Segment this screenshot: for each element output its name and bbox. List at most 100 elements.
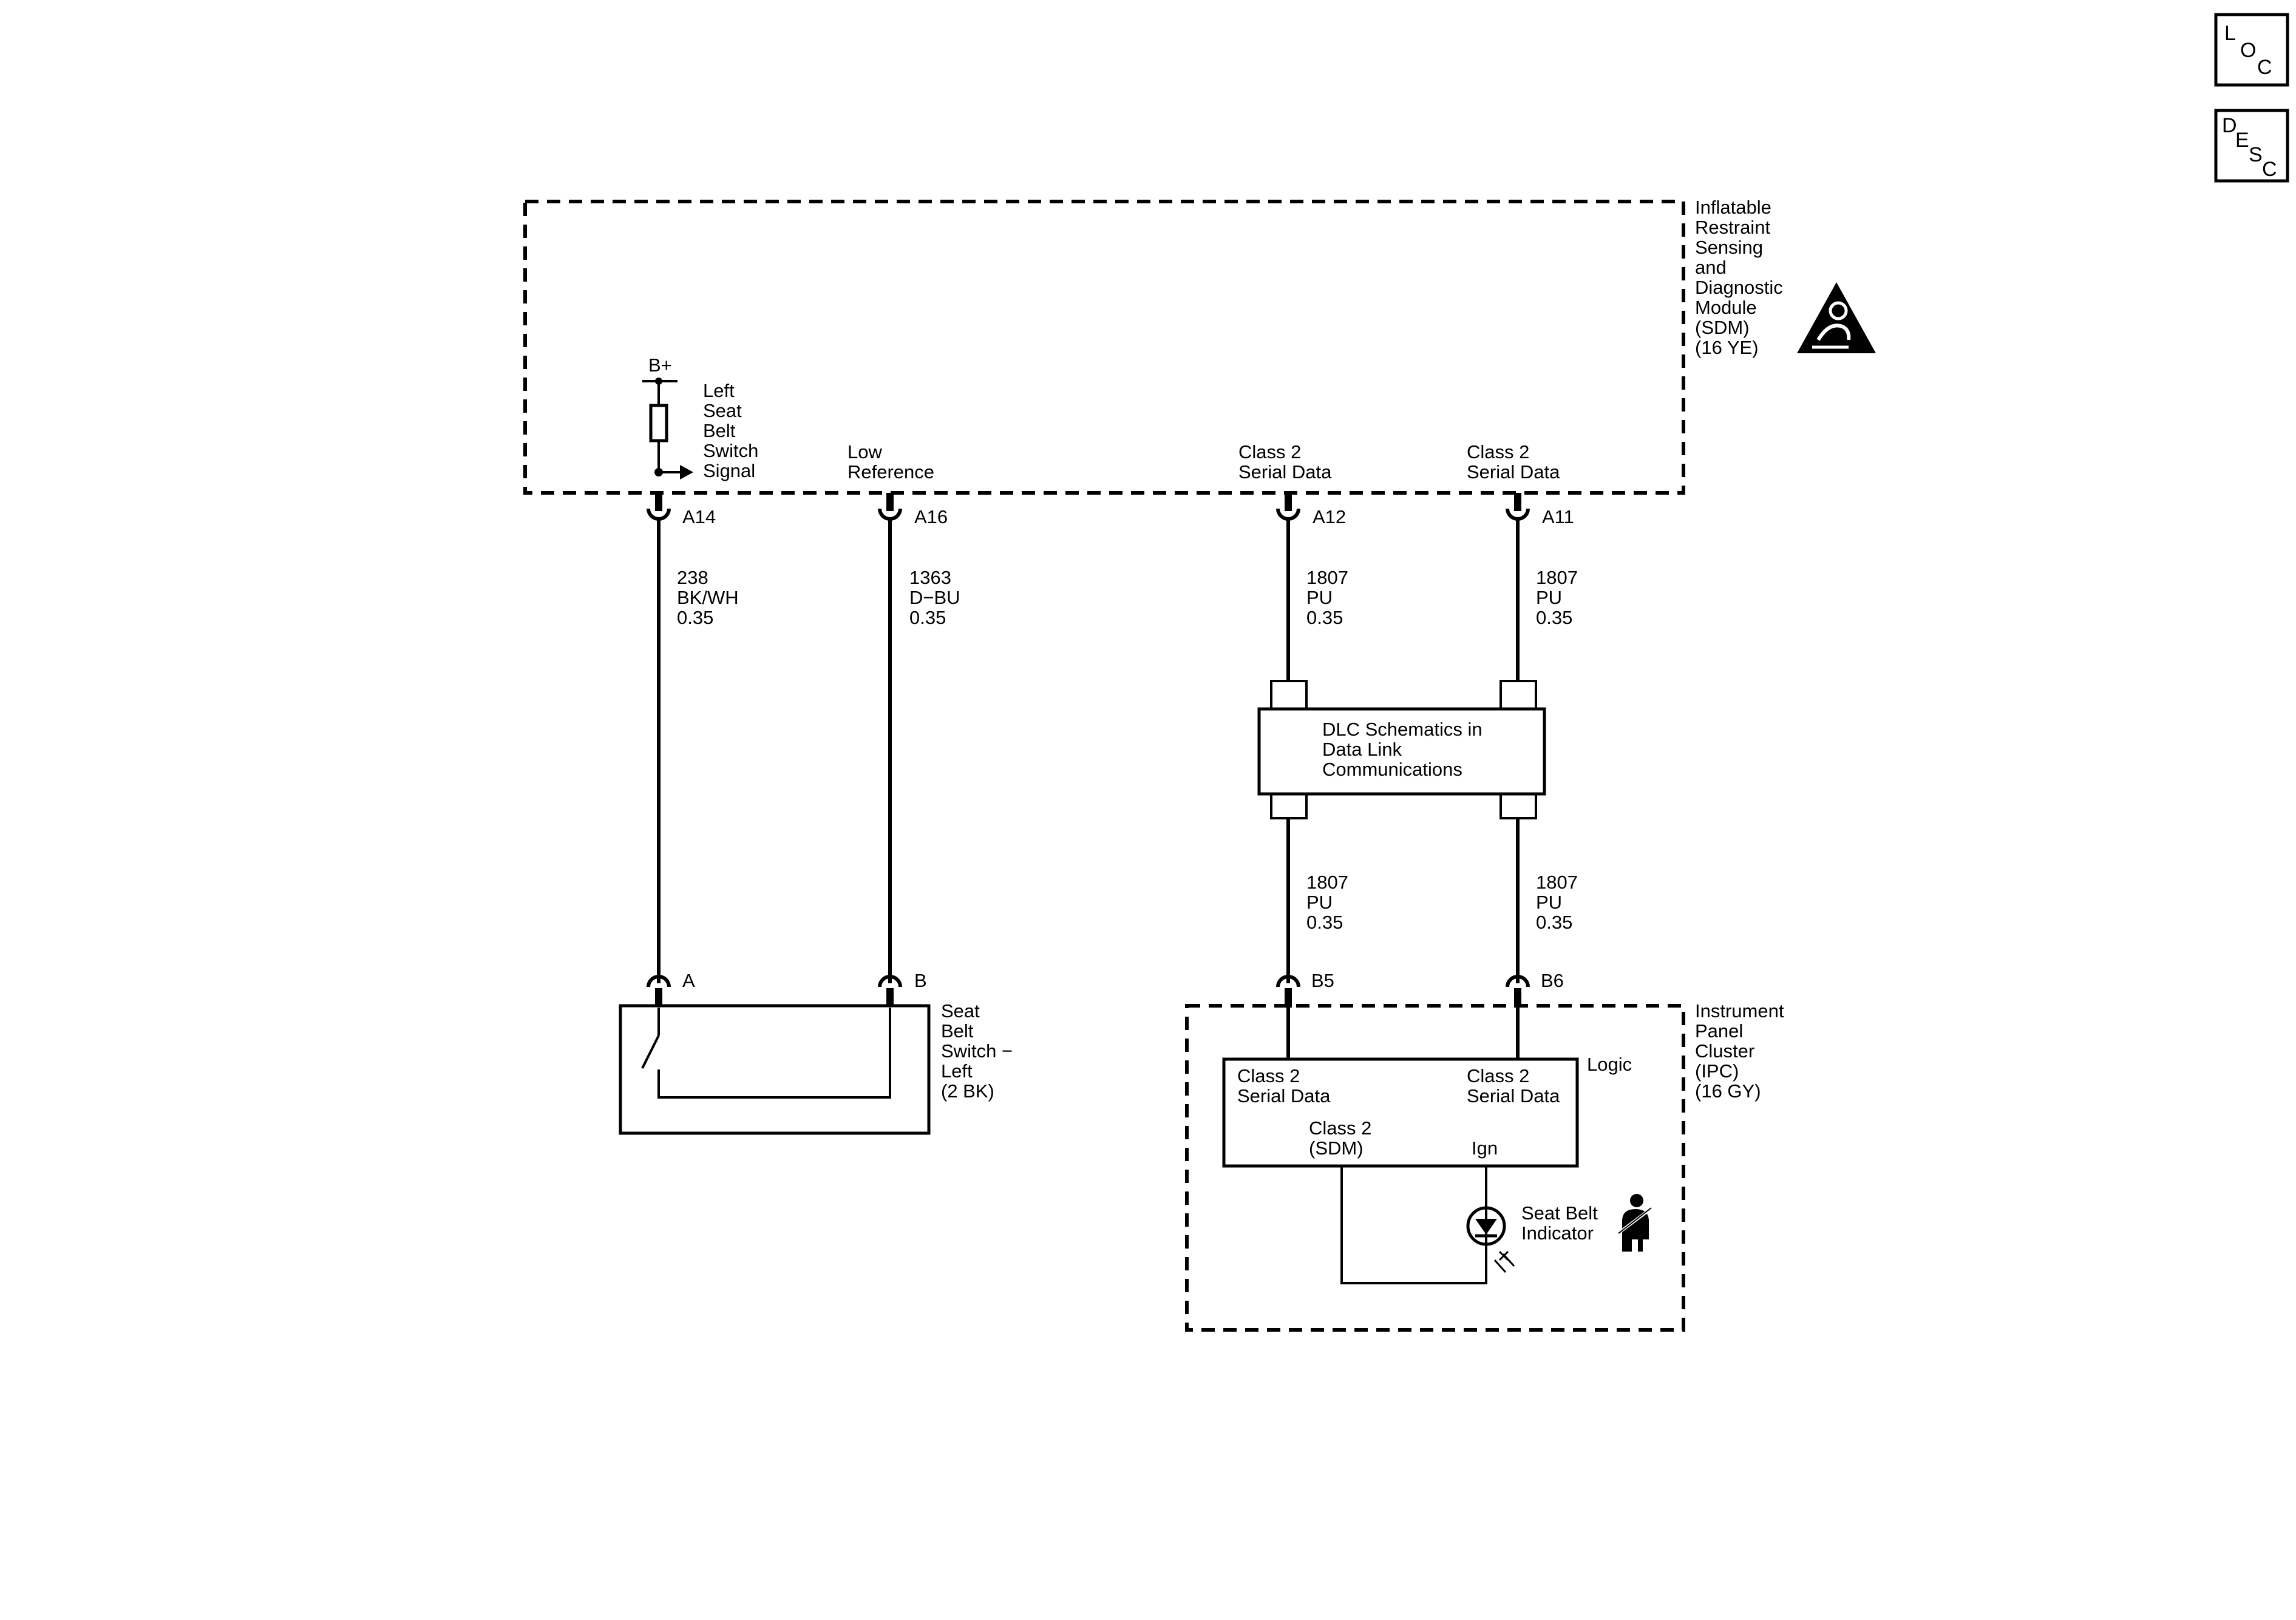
loc-letter-o: O bbox=[2240, 39, 2256, 62]
wire-1807-a11-label: 1807 PU 0.35 bbox=[1536, 567, 1578, 628]
desc-letter-e: E bbox=[2235, 129, 2249, 152]
connector-a14[interactable]: A14 bbox=[647, 493, 716, 527]
svg-text:PU: PU bbox=[1536, 587, 1562, 608]
svg-text:Module: Module bbox=[1695, 297, 1757, 318]
desc-letter-d: D bbox=[2222, 114, 2237, 137]
airbag-warning-triangle-icon bbox=[1797, 282, 1876, 353]
svg-text:Seat: Seat bbox=[703, 400, 742, 421]
switch-contact bbox=[641, 1035, 660, 1069]
loc-letter-c: C bbox=[2257, 56, 2272, 79]
seat-belt-switch-label: Seat Belt Switch − Left (2 BK) bbox=[941, 1000, 1013, 1102]
svg-text:Left: Left bbox=[941, 1060, 973, 1082]
svg-text:Switch −: Switch − bbox=[941, 1040, 1013, 1062]
loc-letter-l: L bbox=[2224, 22, 2236, 45]
connector-b[interactable]: B bbox=[878, 970, 927, 1008]
svg-text:Seat: Seat bbox=[941, 1000, 980, 1022]
connector-a16[interactable]: A16 bbox=[878, 493, 948, 527]
pin-a12-label: A12 bbox=[1313, 506, 1346, 527]
svg-text:PU: PU bbox=[1306, 892, 1333, 913]
svg-text:Class 2: Class 2 bbox=[1238, 441, 1301, 463]
pin-a-label: A bbox=[682, 970, 695, 991]
logic-class2-sdm-line-2: (SDM) bbox=[1309, 1137, 1364, 1159]
connector-b5[interactable]: B5 bbox=[1276, 970, 1334, 1008]
svg-text:Panel: Panel bbox=[1695, 1020, 1743, 1042]
sdm-module-label: Inflatable Restraint Sensing and Diagnos… bbox=[1695, 197, 1783, 358]
svg-text:Signal: Signal bbox=[703, 460, 755, 481]
logic-class2-b6-line-2: Serial Data bbox=[1467, 1085, 1560, 1107]
wire-1807-a12-label: 1807 PU 0.35 bbox=[1306, 567, 1348, 628]
wire-238-label: 238 BK/WH 0.35 bbox=[677, 567, 739, 628]
class2-serial-data-a11-label: Class 2 Serial Data bbox=[1467, 441, 1560, 483]
svg-text:1807: 1807 bbox=[1536, 567, 1578, 588]
svg-text:Instrument: Instrument bbox=[1695, 1000, 1784, 1022]
svg-text:1807: 1807 bbox=[1536, 872, 1578, 893]
svg-text:Sensing: Sensing bbox=[1695, 237, 1763, 258]
svg-text:0.35: 0.35 bbox=[677, 607, 713, 628]
svg-text:and: and bbox=[1695, 257, 1727, 278]
svg-text:Left: Left bbox=[703, 380, 735, 401]
class2-serial-data-a12-label: Class 2 Serial Data bbox=[1238, 441, 1332, 483]
seat-belt-switch-left[interactable] bbox=[619, 1004, 931, 1135]
dlc-line-1: DLC Schematics in bbox=[1322, 719, 1483, 740]
svg-text:(SDM): (SDM) bbox=[1695, 317, 1750, 338]
connector-b6[interactable]: B6 bbox=[1506, 970, 1564, 1008]
svg-text:1807: 1807 bbox=[1306, 567, 1348, 588]
wire-1807-b5-label: 1807 PU 0.35 bbox=[1306, 872, 1348, 933]
ipc-module-label: Instrument Panel Cluster (IPC) (16 GY) bbox=[1695, 1000, 1784, 1102]
svg-text:PU: PU bbox=[1306, 587, 1333, 608]
indicator-circuit-wire bbox=[1340, 1166, 1487, 1284]
svg-text:1807: 1807 bbox=[1306, 872, 1348, 893]
pin-a14-label: A14 bbox=[682, 506, 716, 527]
wire-1363-label: 1363 D−BU 0.35 bbox=[909, 567, 960, 628]
ipc-logic-box[interactable]: Class 2 Serial Data Class 2 Serial Data … bbox=[1222, 1057, 1579, 1168]
svg-text:Serial Data: Serial Data bbox=[1238, 461, 1332, 483]
svg-text:Belt: Belt bbox=[703, 420, 736, 441]
svg-text:Indicator: Indicator bbox=[1521, 1222, 1594, 1244]
led-lamp-icon bbox=[1466, 1206, 1515, 1273]
pin-b-label: B bbox=[914, 970, 927, 991]
desc-letter-s: S bbox=[2249, 143, 2263, 166]
logic-ign-label: Ign bbox=[1472, 1137, 1498, 1159]
svg-text:(16 YE): (16 YE) bbox=[1695, 337, 1759, 358]
svg-text:Low: Low bbox=[847, 441, 882, 463]
loc-badge[interactable]: L O C bbox=[2214, 13, 2289, 87]
svg-text:BK/WH: BK/WH bbox=[677, 587, 739, 608]
svg-text:0.35: 0.35 bbox=[1536, 912, 1572, 933]
pin-a11-label: A11 bbox=[1542, 506, 1574, 527]
left-seat-belt-switch-signal-label: Left Seat Belt Switch Signal bbox=[703, 380, 758, 481]
seat-belt-indicator-label: Seat Belt Indicator bbox=[1521, 1202, 1598, 1244]
svg-text:Restraint: Restraint bbox=[1695, 217, 1770, 238]
pin-b5-label: B5 bbox=[1311, 970, 1334, 991]
desc-badge[interactable]: D E S C bbox=[2214, 109, 2289, 183]
logic-class2-b5-line-1: Class 2 bbox=[1237, 1065, 1300, 1086]
svg-text:Inflatable: Inflatable bbox=[1695, 197, 1771, 218]
svg-text:Reference: Reference bbox=[847, 461, 934, 483]
svg-text:Seat Belt: Seat Belt bbox=[1521, 1202, 1598, 1224]
connector-a[interactable]: A bbox=[647, 970, 695, 1008]
dlc-reference-box[interactable]: DLC Schematics in Data Link Communicatio… bbox=[1257, 680, 1546, 819]
bplus-supply: B+ bbox=[642, 354, 693, 480]
logic-class2-b6-line-1: Class 2 bbox=[1467, 1065, 1529, 1086]
pin-b6-label: B6 bbox=[1541, 970, 1564, 991]
svg-text:Diagnostic: Diagnostic bbox=[1695, 277, 1783, 298]
logic-class2-b5-line-2: Serial Data bbox=[1237, 1085, 1331, 1107]
pullup-resistor bbox=[649, 404, 668, 442]
connector-a12[interactable]: A12 bbox=[1276, 493, 1346, 527]
svg-text:Cluster: Cluster bbox=[1695, 1040, 1754, 1062]
pin-a16-label: A16 bbox=[914, 506, 948, 527]
svg-text:238: 238 bbox=[677, 567, 708, 588]
desc-letter-c2: C bbox=[2262, 158, 2277, 181]
svg-text:(IPC): (IPC) bbox=[1695, 1060, 1739, 1082]
sdm-module-boundary bbox=[523, 200, 1685, 495]
svg-text:0.35: 0.35 bbox=[1306, 912, 1343, 933]
svg-text:Switch: Switch bbox=[703, 440, 758, 461]
ipc-module-boundary bbox=[1185, 1004, 1685, 1332]
svg-text:PU: PU bbox=[1536, 892, 1562, 913]
svg-text:0.35: 0.35 bbox=[1536, 607, 1572, 628]
connector-a11[interactable]: A11 bbox=[1506, 493, 1574, 527]
signal-arrow-icon bbox=[680, 465, 693, 480]
svg-text:0.35: 0.35 bbox=[909, 607, 946, 628]
seatbelt-person-icon bbox=[1618, 1194, 1652, 1252]
